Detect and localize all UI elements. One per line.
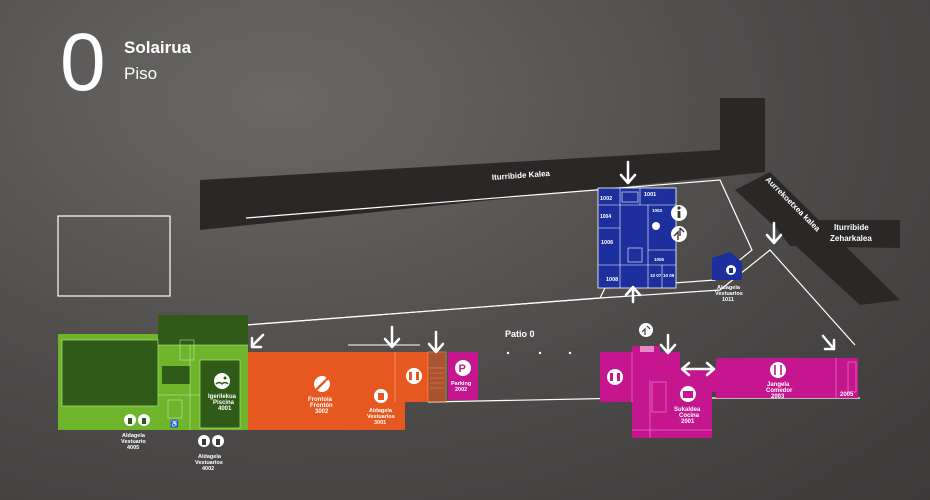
- area-piscina-l1: Igerilekua: [208, 394, 237, 400]
- street-iturribide-label: Iturribide Kalea: [492, 169, 551, 182]
- restroom-icon: [607, 369, 623, 385]
- patio-outline: [245, 249, 856, 350]
- swimmer-icon: [214, 373, 230, 389]
- room-1009: 10 09: [663, 273, 675, 278]
- parking-icon: P: [455, 360, 471, 376]
- blue-block: [597, 187, 677, 289]
- area-vestuarios-3001-l1: Aldagela: [369, 408, 393, 414]
- room-1007: 10 07: [650, 273, 662, 278]
- restroom-icon: [406, 368, 422, 384]
- room-2005: 2005: [840, 392, 854, 398]
- area-vestuario-4005-l3: 4005: [127, 445, 139, 451]
- room-1008: 1008: [606, 277, 618, 283]
- road-zeharkalea: [770, 220, 900, 248]
- fronton-icon: [314, 376, 330, 392]
- area-piscina-l2: Piscina: [213, 400, 235, 406]
- room-1003: 1003: [652, 208, 663, 213]
- entrance-arrow-icon: [250, 160, 836, 377]
- empty-block: [57, 215, 171, 297]
- area-fronton-l1: Frontoia: [308, 397, 333, 403]
- area-comedor-l1: Jangela: [767, 382, 790, 388]
- magenta-block: [600, 346, 858, 438]
- cooking-pot-icon: [680, 386, 696, 402]
- orange-block: [248, 352, 428, 430]
- vestuarios-1011-shape: [712, 252, 742, 280]
- area-vestuario-4005-l1: Aldagela: [122, 433, 146, 439]
- patio-label: Patio 0: [505, 329, 535, 339]
- area-vestuario-4005-l2: Vestuario: [121, 439, 146, 445]
- area-vestuarios-3001-l3: 3001: [374, 420, 386, 426]
- area-parking-l1: Parking: [451, 381, 471, 387]
- elevator-icon: [652, 222, 660, 230]
- area-cocina-l1: Sukaldea: [674, 407, 701, 413]
- restroom-icon: [374, 389, 388, 403]
- area-vestuarios-1011-l3: 1011: [722, 297, 734, 303]
- area-vestuarios-1011-l1: Aldagela: [717, 285, 741, 291]
- elevator-icon: [671, 226, 687, 242]
- room-1006: 1006: [601, 240, 613, 246]
- area-cocina-l2: Cocina: [679, 413, 700, 419]
- road-iturribide: [200, 98, 765, 230]
- area-comedor-l3: 2003: [771, 394, 785, 400]
- room-1002: 1002: [600, 196, 612, 202]
- restroom-icon: [124, 414, 150, 426]
- area-fronton-l2: Frontón: [310, 403, 333, 409]
- restaurant-icon: [770, 362, 786, 378]
- room-1005: 1005: [654, 257, 665, 262]
- floor-title-es: Piso: [124, 64, 158, 83]
- area-piscina-l3: 4001: [218, 406, 232, 412]
- info-icon: [671, 205, 687, 221]
- restroom-small-icon: ♿: [170, 419, 179, 428]
- street-zeharkalea-label-1: Iturribide: [834, 223, 869, 232]
- area-vestuarios-3001-l2: Vestuarios: [367, 414, 395, 420]
- area-vestuarios-4002-l1: Aldagela: [198, 454, 222, 460]
- restroom-icon: [198, 435, 224, 447]
- floor-title-eu: Solairua: [124, 38, 192, 57]
- room-1004: 1004: [600, 214, 611, 220]
- room-1001: 1001: [644, 192, 656, 198]
- area-comedor-l2: Comedor: [766, 388, 793, 394]
- area-cocina-l3: 2001: [681, 419, 695, 425]
- restroom-icon: [726, 265, 736, 275]
- elevator-icon: [639, 323, 653, 337]
- area-vestuarios-4002-l2: Vestuarios: [195, 460, 223, 466]
- parking-symbol: P: [459, 363, 466, 375]
- area-vestuarios-4002-l3: 4002: [202, 466, 214, 472]
- area-vestuarios-1011-l2: Vestuarios: [715, 291, 743, 297]
- street-zeharkalea-label-2: Zeharkalea: [830, 234, 872, 243]
- floor-number: 0: [60, 17, 106, 108]
- area-parking-l2: 2002: [455, 387, 467, 393]
- area-fronton-l3: 3002: [315, 409, 329, 415]
